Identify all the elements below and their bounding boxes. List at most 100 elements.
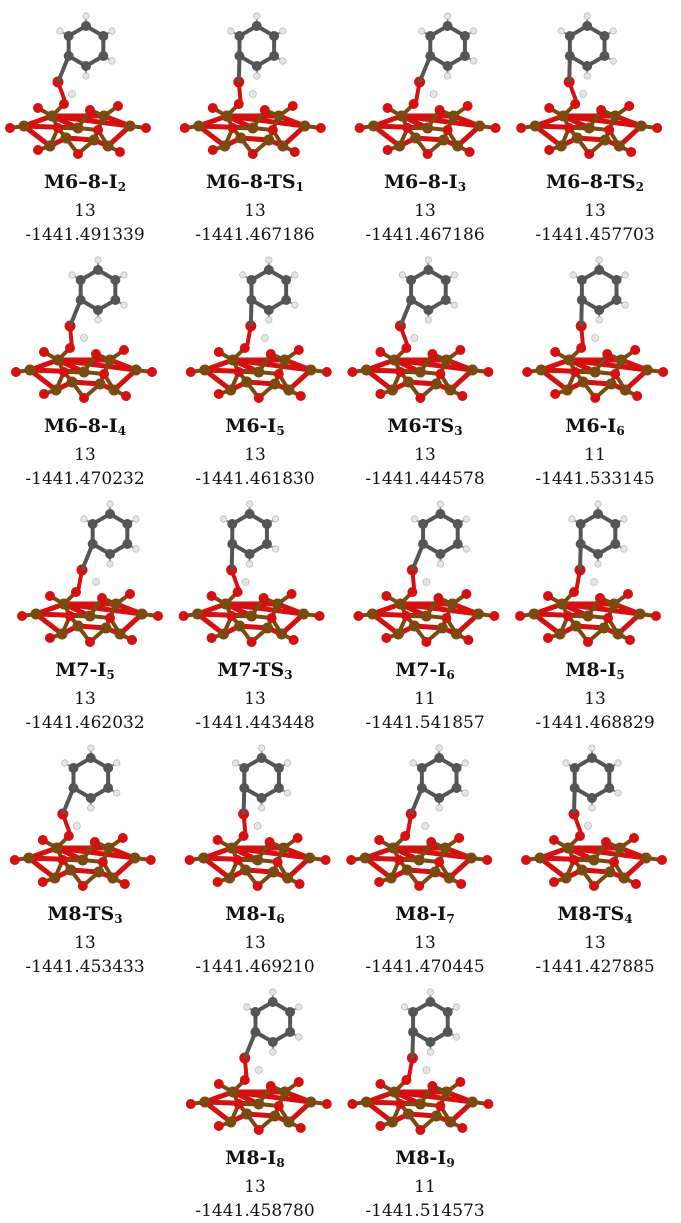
iron-atom (640, 852, 652, 864)
oxygen-atom (421, 637, 432, 647)
energy-value: -1441.470232 (25, 469, 145, 489)
oxygen-atom (212, 835, 223, 845)
carbon-atom (435, 509, 446, 519)
carbon-atom (256, 753, 267, 763)
iron-atom (386, 1116, 398, 1128)
carbon-atom (122, 519, 133, 529)
oxygen-atom (125, 589, 135, 599)
iron-atom (385, 872, 397, 884)
structure-subscript: 6 (276, 912, 285, 926)
hydrogen-atom (94, 256, 102, 264)
hydrogen-atom (271, 515, 280, 523)
oxygen-atom (595, 593, 605, 603)
oxygen-atom (434, 857, 445, 867)
energy-value: -1441.457703 (535, 225, 655, 245)
oxygen-atom (213, 389, 224, 399)
hydrogen-atom (609, 57, 617, 65)
hydrogen-atom (132, 515, 140, 523)
hydrogen-atom (258, 744, 266, 752)
oxygen-atom (212, 877, 223, 887)
hydrogen-atom (94, 316, 102, 324)
structure-subscript: 5 (276, 424, 285, 438)
iron-atom (438, 134, 450, 146)
hydrogen-atom (422, 1066, 431, 1074)
oxygen-atom (631, 879, 641, 889)
spin-multiplicity: 13 (74, 933, 96, 953)
carbon-atom (81, 21, 91, 31)
hydrogen-atom (594, 500, 602, 508)
iron-atom (446, 598, 458, 610)
oxygen-atom (589, 881, 599, 891)
carbon-atom (227, 539, 238, 549)
hydrogen-atom (418, 27, 426, 35)
iron-atom (65, 864, 77, 876)
iron-atom (472, 608, 484, 620)
spin-multiplicity: 13 (244, 689, 266, 709)
molecule-image (516, 12, 663, 159)
hydrogen-atom (291, 271, 299, 279)
iron-atom (605, 378, 617, 390)
iron-atom (226, 842, 238, 854)
iron-atom (219, 140, 231, 152)
spin-multiplicity: 13 (414, 933, 436, 953)
energy-value: -1441.533145 (535, 469, 655, 489)
structure-subscript: 3 (454, 424, 463, 438)
oxygen-atom (314, 611, 325, 621)
structure-name: M8-I (395, 903, 447, 925)
oxygen-atom (515, 611, 525, 621)
carbon-atom (261, 519, 272, 529)
energy-value: -1441.444578 (365, 469, 485, 489)
iron-atom (588, 854, 600, 866)
carbon-atom (575, 539, 586, 549)
oxygen-atom (394, 855, 405, 865)
oxygen-atom (119, 345, 129, 355)
iron-atom (563, 354, 575, 366)
structure-label: M8-TS3 (0, 902, 170, 931)
carbon-atom (587, 793, 597, 803)
structure-label: M6–8-I3 (340, 170, 510, 199)
structure-label: M7-TS3 (170, 658, 340, 687)
hydrogen-atom (435, 744, 443, 752)
iron-atom (130, 364, 142, 376)
structure-label: M7-I6 (340, 658, 510, 687)
oxygen-atom (33, 145, 43, 155)
oxygen-atom (569, 855, 579, 865)
carbon-atom (425, 51, 436, 61)
iron-atom (448, 110, 460, 122)
carbon-atom (246, 295, 257, 305)
iron-atom (277, 140, 289, 152)
oxygen-atom (266, 613, 277, 623)
hydrogen-atom (621, 301, 629, 309)
carbon-atom (110, 275, 121, 285)
hydrogen-atom (583, 12, 591, 20)
oxygen-atom (119, 879, 130, 889)
oxygen-atom (91, 349, 101, 359)
oxygen-atom (37, 835, 48, 845)
hydrogen-atom (435, 804, 443, 812)
molecule (184, 744, 331, 891)
hydrogen-atom (452, 1033, 460, 1041)
iron-atom (420, 610, 432, 622)
oxygen-atom (57, 855, 68, 865)
oxygen-atom (630, 345, 641, 355)
iron-atom (387, 842, 399, 854)
hydrogen-atom (265, 256, 273, 264)
iron-atom (299, 120, 311, 132)
hydrogen-atom (595, 316, 603, 324)
molecule-image (354, 12, 501, 159)
iron-atom (124, 120, 136, 132)
oxygen-atom (455, 1077, 466, 1087)
oxygen-atom (45, 633, 55, 643)
iron-atom (414, 366, 426, 378)
iron-atom (619, 384, 631, 396)
oxygen-atom (626, 147, 637, 157)
hydrogen-atom (253, 72, 261, 80)
hydrogen-atom (246, 560, 254, 568)
oxygen-atom (45, 591, 55, 601)
iron-atom (450, 628, 462, 640)
oxygen-atom (563, 611, 573, 621)
